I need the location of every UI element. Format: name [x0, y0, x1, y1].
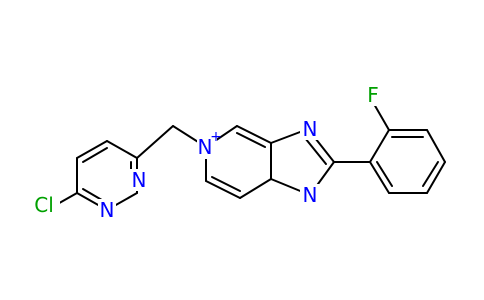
pyridazine-nitrogen: N: [100, 198, 115, 222]
bond: [373, 103, 390, 131]
positive-charge: +: [210, 129, 222, 145]
pyridinium-nitrogen: N: [198, 135, 213, 159]
bond: [239, 178, 272, 199]
bond: [211, 176, 241, 192]
bond: [376, 161, 393, 187]
bond: [136, 125, 174, 159]
bond: [76, 140, 108, 159]
bond: [82, 147, 108, 163]
bond: [106, 140, 138, 159]
bonds: [46, 103, 446, 211]
imidazole-nitrogen: N: [303, 117, 318, 141]
fluorine-atom: F: [367, 83, 379, 107]
bond: [205, 180, 241, 199]
bond: [426, 161, 446, 194]
atoms: Cl N N N + N N F: [28, 83, 382, 222]
bond: [369, 161, 390, 194]
bond: [426, 129, 446, 163]
bond: [369, 129, 390, 163]
bond: [236, 132, 266, 148]
bond: [236, 125, 272, 144]
chlorine-atom: Cl: [34, 193, 54, 217]
bond: [422, 161, 439, 187]
pyridazine-nitrogen: N: [132, 168, 147, 192]
imidazole-nitrogen: N: [303, 183, 318, 207]
